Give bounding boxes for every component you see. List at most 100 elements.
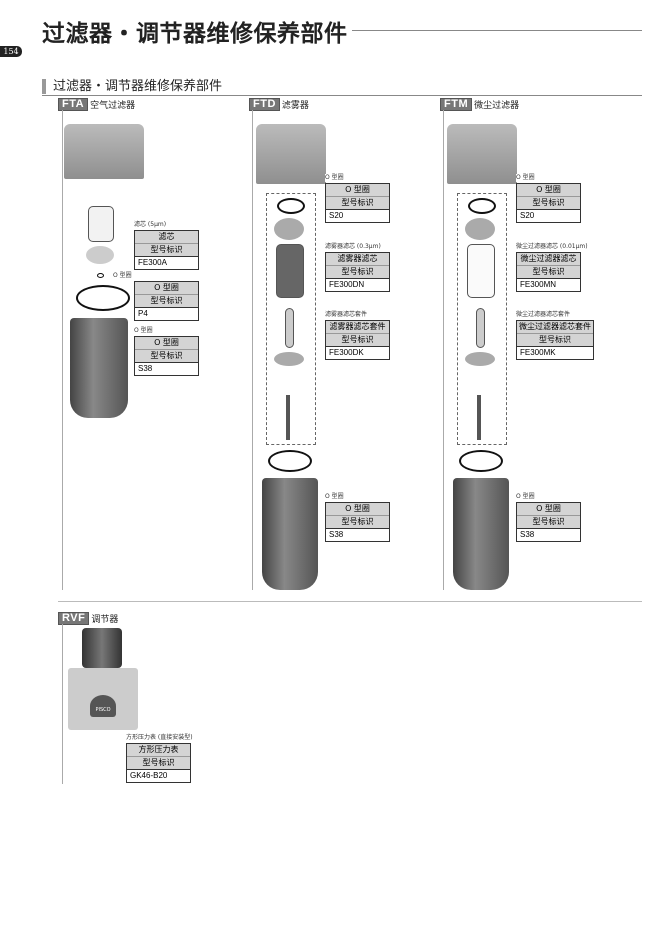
part-name: 方形压力表 <box>127 744 190 757</box>
model-number: FE300DN <box>329 280 365 289</box>
title-rule <box>352 30 642 31</box>
rod-image <box>477 395 481 440</box>
o-ring-image <box>97 273 104 278</box>
mist-element-image <box>276 244 304 298</box>
filter-body-image <box>256 124 326 184</box>
model-number: S38 <box>138 364 153 373</box>
group-name: 调节器 <box>91 615 119 625</box>
part-callout-label: O 型圈 <box>134 327 153 335</box>
model-label: 型号标识 <box>326 334 389 347</box>
part-name: 微尘过滤器滤芯套件 <box>517 321 593 334</box>
part-name: O 型圈 <box>135 282 198 295</box>
rod-image <box>286 395 290 440</box>
part-name: 滤芯 <box>135 231 198 244</box>
divider <box>443 110 444 590</box>
part-callout-label: 滤雾器滤芯套件 <box>325 311 368 319</box>
part-name: 微尘过滤器滤芯 <box>517 253 580 266</box>
divider <box>58 601 642 602</box>
part-callout-label: 滤雾器滤芯 (0.3μm) <box>325 243 381 251</box>
model-label: 型号标识 <box>517 266 580 279</box>
part-name: O 型圈 <box>517 503 580 516</box>
part-name: 滤雾器滤芯套件 <box>326 321 389 334</box>
page-title: 过滤器・调节器维修保养部件 <box>42 21 348 47</box>
model-number: FE300MN <box>520 280 557 289</box>
o-ring-image <box>76 285 130 311</box>
part-name: O 型圈 <box>135 337 198 350</box>
part-name: O 型圈 <box>326 184 389 197</box>
model-number: FE300MK <box>520 348 556 357</box>
part-callout-label: 微尘过滤器滤芯 (0.01μm) <box>516 243 588 251</box>
model-label: 型号标识 <box>326 516 389 529</box>
part-callout-label: O 型圈 <box>325 174 344 182</box>
model-number: S20 <box>520 211 535 220</box>
group-code: RVF <box>58 612 90 625</box>
baffle-image <box>274 352 304 366</box>
model-label: 型号标识 <box>517 197 580 210</box>
group-name: 滤雾器 <box>281 101 309 111</box>
bowl-image <box>262 478 318 590</box>
adapter-image <box>274 218 304 240</box>
section-rule <box>42 95 642 96</box>
element-kit-outline <box>266 193 316 445</box>
group-code: FTM <box>440 98 473 111</box>
deflector-image <box>86 246 114 264</box>
bowl-image <box>453 478 509 590</box>
model-label: 型号标识 <box>517 516 580 529</box>
element-kit-outline <box>457 193 507 445</box>
filter-body-image <box>64 124 144 179</box>
part-callout-label: 滤芯 (5μm) <box>134 221 167 229</box>
o-ring-image <box>277 198 305 214</box>
model-number: P4 <box>138 309 148 318</box>
model-label: 型号标识 <box>517 334 593 347</box>
model-number: GK46-B20 <box>130 771 168 780</box>
group-code: FTA <box>58 98 89 111</box>
model-label: 型号标识 <box>326 197 389 210</box>
adapter-image <box>465 218 495 240</box>
part-callout-label: O 型圈 <box>516 493 535 501</box>
rod-image <box>476 308 485 348</box>
part-callout-label: 方形压力表 (直接安装型) <box>126 734 193 742</box>
model-label: 型号标识 <box>326 266 389 279</box>
baffle-image <box>465 352 495 366</box>
o-ring-image <box>468 198 496 214</box>
group-name: 空气过滤器 <box>90 101 136 111</box>
part-callout-label: O 型圈 <box>516 174 535 182</box>
page-number: 154 <box>0 46 22 57</box>
model-number: S38 <box>520 530 535 539</box>
bowl-image <box>70 318 128 418</box>
part-callout-label: 微尘过滤器滤芯套件 <box>516 311 571 319</box>
model-label: 型号标识 <box>135 295 198 308</box>
model-number: S20 <box>329 211 344 220</box>
group-name: 微尘过滤器 <box>474 101 520 111</box>
divider <box>62 624 63 784</box>
part-callout-label: O 型圈 <box>113 272 132 280</box>
section-heading: 过滤器・调节器维修保养部件 <box>42 79 222 94</box>
divider <box>62 110 63 590</box>
divider <box>252 110 253 590</box>
micro-element-image <box>467 244 495 298</box>
pressure-gauge-image: PISCO <box>90 695 116 717</box>
model-label: 型号标识 <box>135 350 198 363</box>
model-number: S38 <box>329 530 344 539</box>
filter-element-image <box>88 206 114 242</box>
model-label: 型号标识 <box>135 244 198 257</box>
rod-image <box>285 308 294 348</box>
part-name: 滤雾器滤芯 <box>326 253 389 266</box>
model-number: FE300A <box>138 258 167 267</box>
model-number: FE300DK <box>329 348 364 357</box>
